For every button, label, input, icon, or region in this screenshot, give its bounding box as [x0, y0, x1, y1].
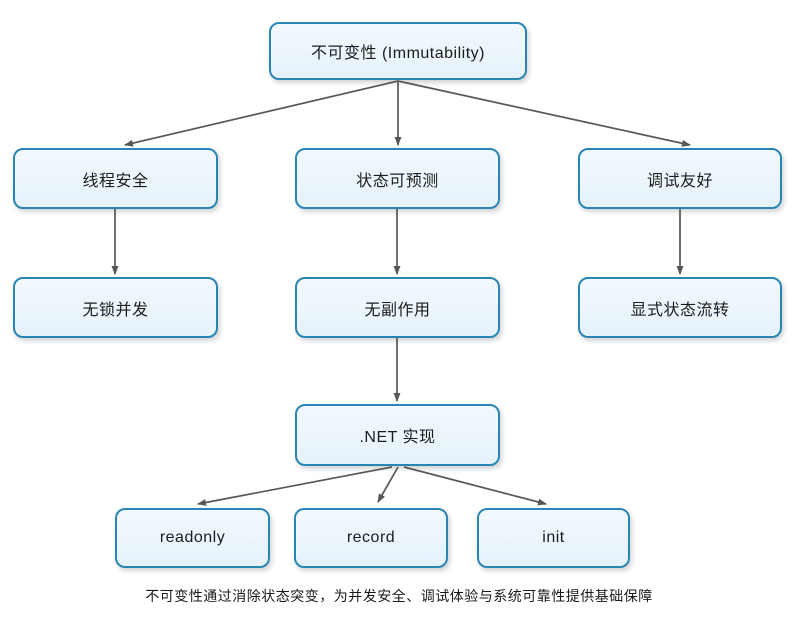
node-debug-friendly-label: 调试友好	[646, 172, 713, 190]
node-lock-free-concurrency: 无锁并发	[13, 277, 218, 338]
edge-dotnet-to-init	[403, 466, 547, 506]
diagram-caption: 不可变性通过消除状态突变，为并发安全、调试体验与系统可靠性提供基础保障	[145, 588, 653, 604]
node-lock-free-concurrency-label: 无锁并发	[82, 301, 149, 319]
node-readonly-label: readonly	[159, 529, 226, 546]
node-thread-safety: 线程安全	[13, 148, 218, 209]
node-dotnet-implementation: .NET 实现	[295, 404, 500, 466]
node-init-label: init	[542, 529, 565, 546]
node-record-label: record	[346, 529, 396, 546]
node-explicit-state-flow: 显式状态流转	[578, 277, 782, 338]
node-immutability: 不可变性 (Immutability)	[269, 22, 527, 80]
node-readonly: readonly	[115, 508, 270, 568]
node-dotnet-implementation-label: .NET 实现	[359, 429, 436, 446]
edge-root-to-debug-friendly	[397, 80, 691, 147]
node-predictable-state-label: 状态可预测	[356, 172, 439, 190]
edge-root-to-thread-safety	[124, 80, 399, 147]
edge-dotnet-to-readonly	[197, 466, 393, 506]
node-explicit-state-flow-label: 显式状态流转	[630, 301, 730, 319]
node-no-side-effects-label: 无副作用	[364, 301, 431, 319]
node-debug-friendly: 调试友好	[578, 148, 782, 209]
edge-dotnet-to-record	[377, 466, 399, 503]
node-no-side-effects: 无副作用	[295, 277, 500, 338]
node-immutability-label: 不可变性 (Immutability)	[311, 45, 485, 62]
node-predictable-state: 状态可预测	[295, 148, 500, 209]
node-record: record	[294, 508, 448, 568]
node-init: init	[477, 508, 630, 568]
node-thread-safety-label: 线程安全	[82, 172, 149, 190]
